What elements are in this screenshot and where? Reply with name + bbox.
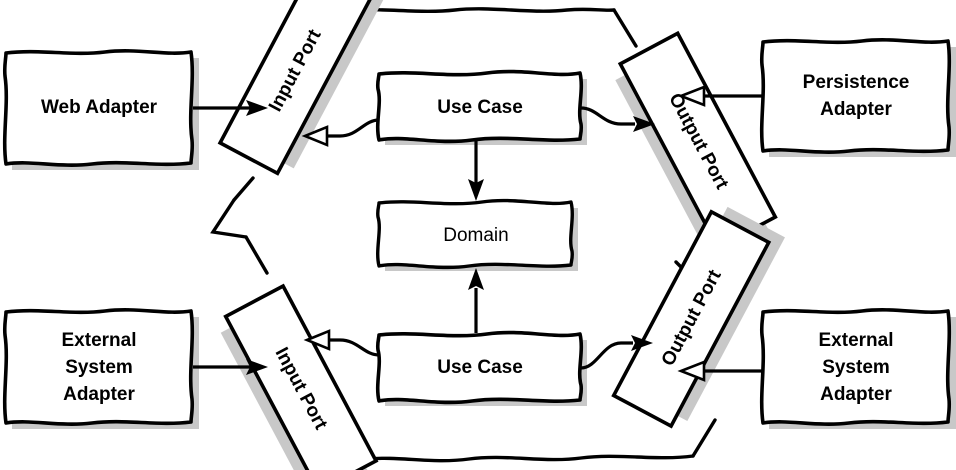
persistence-adapter-box[interactable]: Persistence Adapter: [759, 38, 956, 157]
external-system-adapter-right-label-line-2: System: [822, 357, 890, 378]
arrowhead-hollow: [677, 85, 706, 107]
connector-use-case-bottom-to-output-port-bottom: [580, 335, 653, 370]
use-case-bottom-label: Use Case: [437, 357, 523, 378]
external-system-adapter-left-label-line-1: External: [62, 330, 137, 351]
arrowhead-hollow: [301, 125, 329, 147]
connector-use-case-top-to-output-port-top: [580, 106, 655, 132]
use-case-top-box[interactable]: Use Case: [375, 69, 587, 145]
external-system-adapter-right-label-line-3: Adapter: [820, 384, 892, 405]
use-case-top-label: Use Case: [437, 97, 523, 118]
domain-box[interactable]: Domain: [376, 198, 578, 271]
input-port-bottom[interactable]: Input Port: [215, 283, 382, 470]
arrowhead-solid: [631, 335, 653, 351]
persistence-adapter-label-line-2: Adapter: [820, 99, 892, 120]
connector-external-system-adapter-left-to-input-port-bottom: [193, 359, 268, 375]
external-system-adapter-right-label-line-1: External: [819, 330, 894, 351]
arrowhead-solid: [468, 268, 484, 290]
domain-label: Domain: [443, 225, 508, 246]
arrowhead-solid: [633, 116, 655, 132]
connector-use-case-bottom-to-input-port-bottom: [303, 329, 380, 357]
output-port-bottom[interactable]: Output Port: [611, 201, 785, 431]
external-system-adapter-left-label-line-3: Adapter: [63, 384, 135, 405]
use-case-bottom-box[interactable]: Use Case: [375, 330, 587, 406]
connector-use-case-bottom-to-domain: [468, 268, 484, 333]
input-port-top[interactable]: Input Port: [217, 0, 387, 179]
arrowhead-hollow: [677, 360, 706, 382]
web-adapter-label: Web Adapter: [41, 97, 158, 118]
arrowhead-hollow: [303, 329, 331, 351]
persistence-adapter-label-line-1: Persistence: [803, 72, 910, 93]
arrowhead-solid: [468, 179, 484, 201]
external-system-adapter-left-label-line-2: System: [65, 357, 133, 378]
external-system-adapter-left-box[interactable]: External System Adapter: [2, 308, 199, 429]
connector-use-case-top-to-input-port-top: [301, 118, 380, 147]
connector-persistence-adapter-to-output-port-top: [677, 85, 762, 107]
arrowhead-solid: [246, 100, 268, 116]
connector-external-system-adapter-right-to-output-port-bottom: [677, 360, 762, 382]
web-adapter-box[interactable]: Web Adapter: [2, 49, 199, 170]
external-system-adapter-right-box[interactable]: External System Adapter: [759, 308, 956, 429]
arrowhead-solid: [246, 359, 268, 375]
connector-use-case-top-to-domain: [468, 140, 484, 201]
connector-web-adapter-to-input-port-top: [193, 100, 268, 116]
